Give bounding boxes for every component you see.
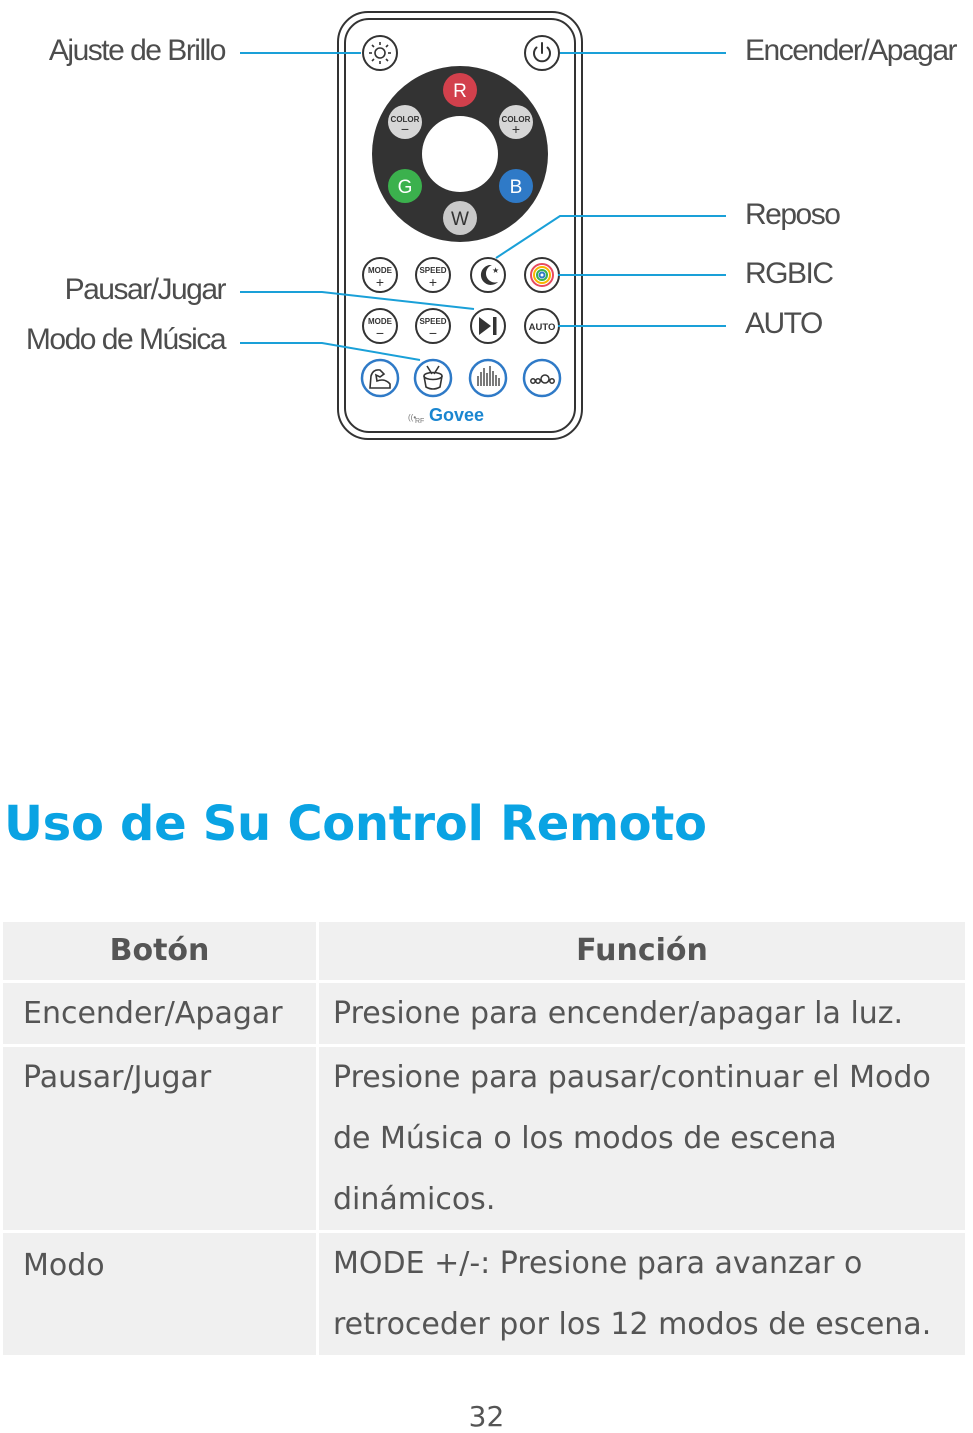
svg-text:COLOR: COLOR: [502, 115, 531, 124]
speed-plus-button[interactable]: SPEED +: [415, 257, 451, 293]
callout-lines: [240, 52, 726, 361]
rainbow-spiral-icon: [530, 263, 554, 287]
table-header-row: Botón Función: [3, 922, 965, 980]
flexed-arm-icon: [369, 369, 391, 389]
svg-text:RF: RF: [415, 418, 424, 425]
red-button[interactable]: R: [443, 73, 477, 107]
color-minus-button[interactable]: COLOR −: [388, 105, 422, 139]
table-row: Modo MODE +/-: Presione para avanzar o r…: [3, 1233, 965, 1355]
section-heading: Uso de Su Control Remoto: [4, 796, 707, 852]
svg-text:MODE: MODE: [368, 317, 393, 326]
power-icon: [533, 42, 551, 63]
svg-text:MODE: MODE: [368, 266, 393, 275]
star-icon: ★: [492, 266, 499, 275]
function-table: Botón Función Encender/Apagar Presione p…: [0, 919, 968, 1358]
sleep-button[interactable]: ★: [470, 257, 506, 293]
svg-text:COLOR: COLOR: [391, 115, 420, 124]
play-pause-icon: [479, 317, 497, 335]
table-cell-button: Modo: [3, 1233, 316, 1355]
sun-icon: [369, 42, 391, 64]
brand-logo: ((• RF Govee: [408, 405, 484, 425]
rgbic-callout: RGBIC: [745, 257, 834, 290]
svg-text:W: W: [451, 209, 469, 230]
svg-text:B: B: [510, 177, 523, 198]
music-energetic-button[interactable]: [360, 358, 400, 398]
mode-plus-button[interactable]: MODE +: [362, 257, 398, 293]
svg-text:R: R: [453, 81, 467, 102]
table-row: Pausar/Jugar Presione para pausar/contin…: [3, 1047, 965, 1230]
sound-wave-icon: [477, 366, 500, 386]
power-button[interactable]: [524, 35, 560, 71]
moon-icon: [480, 264, 498, 285]
svg-text:SPEED: SPEED: [419, 317, 446, 326]
svg-text:−: −: [429, 325, 437, 341]
white-button[interactable]: W: [443, 201, 477, 235]
remote-diagram: R G B W COLOR − COLOR + MODE + SPEED + ★: [240, 11, 726, 440]
svg-text:SPEED: SPEED: [419, 266, 446, 275]
table-cell-button: Encender/Apagar: [3, 983, 316, 1044]
svg-text:G: G: [398, 177, 413, 198]
brightness-callout: Ajuste de Brillo: [48, 34, 227, 67]
sleep-callout: Reposo: [745, 198, 841, 231]
table-cell-function: MODE +/-: Presione para avanzar o retroc…: [319, 1233, 965, 1355]
play-pause-callout: Pausar/Jugar: [64, 273, 227, 306]
music-mode-button[interactable]: [413, 358, 453, 398]
power-callout: Encender/Apagar: [745, 34, 958, 67]
bubbles-icon: [530, 374, 555, 384]
rgbic-button[interactable]: [524, 257, 560, 293]
svg-text:−: −: [376, 325, 384, 341]
table-cell-button: Pausar/Jugar: [3, 1047, 316, 1230]
play-pause-button[interactable]: [470, 308, 506, 344]
drum-icon: [423, 365, 443, 390]
svg-text:+: +: [512, 121, 520, 137]
auto-callout: AUTO: [745, 307, 823, 340]
table-cell-function: Presione para encender/apagar la luz.: [319, 983, 965, 1044]
table-row: Encender/Apagar Presione para encender/a…: [3, 983, 965, 1044]
rf-icon: ((•: [408, 413, 416, 422]
blue-button[interactable]: B: [499, 169, 533, 203]
music-mode-callout: Modo de Música: [25, 323, 227, 356]
header-function: Función: [319, 922, 965, 980]
page-number: 32: [468, 1400, 505, 1433]
svg-text:+: +: [429, 274, 437, 290]
mode-minus-button[interactable]: MODE −: [362, 308, 398, 344]
header-button: Botón: [3, 922, 316, 980]
music-rolling-button[interactable]: [522, 358, 562, 398]
brightness-button[interactable]: [362, 35, 398, 71]
svg-text:AUTO: AUTO: [529, 322, 556, 333]
speed-minus-button[interactable]: SPEED −: [415, 308, 451, 344]
svg-text:−: −: [401, 121, 409, 137]
table-cell-function: Presione para pausar/continuar el Modo d…: [319, 1047, 965, 1230]
green-button[interactable]: G: [388, 169, 422, 203]
color-plus-button[interactable]: COLOR +: [499, 105, 533, 139]
color-ring-center: [422, 116, 498, 192]
svg-text:+: +: [376, 274, 384, 290]
svg-text:Govee: Govee: [429, 405, 484, 425]
auto-button[interactable]: AUTO: [524, 308, 560, 344]
music-spectrum-button[interactable]: [468, 358, 508, 398]
